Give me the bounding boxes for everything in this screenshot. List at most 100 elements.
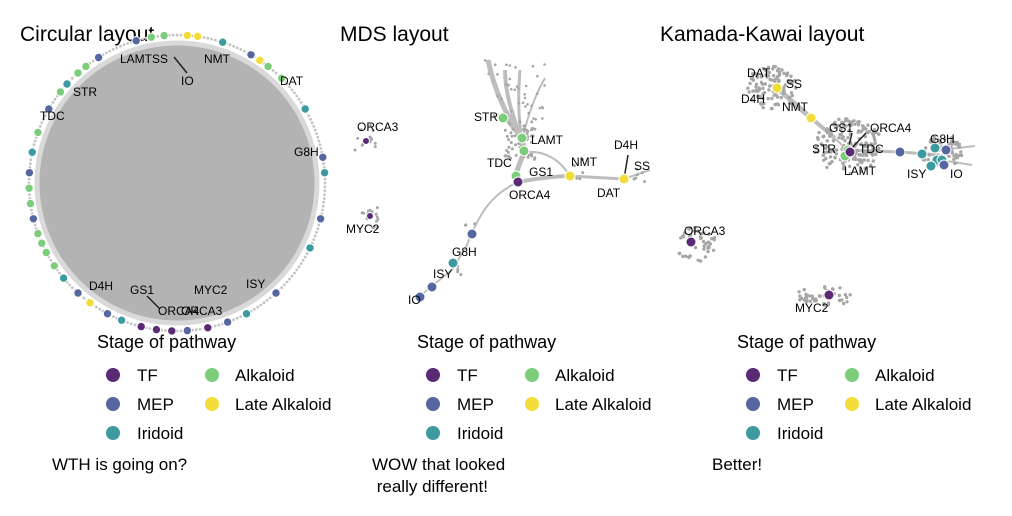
circular-minor-node: [148, 327, 152, 330]
mds-node-tf: [512, 176, 524, 188]
circular-label-gs1: GS1: [130, 283, 154, 297]
kk-minor-node: [792, 78, 797, 83]
circular-node-alkaloid: [25, 198, 36, 209]
circular-node-tf: [167, 326, 177, 336]
kk-minor-node: [822, 303, 827, 308]
kk-minor-node: [828, 155, 833, 159]
circular-minor-node: [315, 132, 318, 136]
circular-minor-node: [321, 208, 324, 212]
circular-node-alkaloid: [33, 228, 43, 239]
kk-minor-node: [867, 150, 872, 154]
mds-minor-node: [507, 138, 511, 142]
kk-minor-node: [798, 294, 802, 298]
circular-node-mep: [182, 325, 193, 336]
circular-minor-node: [126, 321, 129, 324]
kk-node-iridoid: [929, 142, 941, 154]
kk-minor-node: [858, 153, 862, 157]
circular-panel: Circular layout LAMT SS NMT IO DAT STR T…: [20, 23, 330, 336]
kk-minor-node: [840, 130, 845, 134]
mds-minor-node: [534, 118, 537, 121]
mds-minor-node: [503, 128, 507, 132]
mds-minor-node: [635, 173, 639, 177]
mds-minor-node: [530, 152, 533, 156]
kk-minor-node: [763, 67, 768, 72]
kk-minor-node: [832, 123, 836, 127]
kk-minor-node: [751, 78, 756, 82]
mds-minor-node: [507, 83, 511, 87]
kk-minor-node: [832, 149, 836, 153]
circular-minor-node: [321, 204, 325, 208]
mds-minor-node: [541, 117, 544, 120]
legend-label-iridoid: Iridoid: [137, 424, 183, 443]
circular-minor-node: [38, 125, 42, 128]
mds-minor-node: [524, 128, 528, 132]
kk-minor-node: [755, 94, 760, 99]
mds-minor-node: [543, 63, 546, 66]
kk-minor-node: [699, 236, 703, 241]
kk-minor-node: [873, 138, 877, 142]
circular-minor-node: [129, 322, 133, 326]
kk-minor-node: [860, 124, 865, 128]
kk-minor-node: [688, 254, 692, 258]
circular-minor-node: [323, 185, 327, 189]
circular-node-tf: [203, 323, 213, 333]
circular-legend: Stage of pathway TF MEP Iridoid Alkaloid…: [97, 332, 331, 443]
kk-minor-node: [783, 83, 787, 87]
mds-minor-node: [356, 136, 360, 140]
circular-minor-node: [305, 252, 309, 256]
mds-minor-node: [523, 96, 527, 100]
circular-node-tf: [136, 321, 146, 332]
mds-minor-node: [513, 88, 517, 91]
legend-label-iridoid: Iridoid: [777, 424, 823, 443]
kk-minor-node: [856, 122, 861, 127]
circular-caption: WTH is going on?: [52, 455, 187, 474]
circular-minor-node: [293, 271, 296, 275]
mds-minor-node: [523, 93, 526, 96]
kk-minor-node: [947, 142, 951, 146]
mds-minor-node: [526, 129, 530, 133]
mds-minor-node: [456, 268, 460, 271]
circular-minor-node: [319, 147, 323, 150]
mds-label-orca4: ORCA4: [509, 188, 551, 202]
circular-minor-node: [42, 117, 45, 121]
circular-minor-node: [315, 231, 318, 234]
circular-minor-node: [285, 82, 289, 86]
circular-minor-node: [312, 238, 316, 242]
circular-node-mep: [246, 50, 256, 60]
legend-label-mep: MEP: [457, 395, 494, 414]
mds-minor-node: [371, 226, 375, 230]
circular-node-alkaloid: [73, 68, 83, 78]
kk-minor-node: [847, 119, 851, 123]
circular-node-iridoid: [218, 37, 228, 47]
kk-minor-node: [750, 98, 754, 102]
mds-minor-node: [464, 223, 468, 227]
kk-minor-node: [802, 287, 806, 292]
circular-label-orca3: ORCA3: [181, 304, 223, 318]
kk-panel: Kamada-Kawai layout DAT SS D4H NMT GS1 O…: [660, 23, 976, 315]
circular-minor-node: [126, 42, 129, 45]
kk-minor-node: [768, 77, 772, 82]
kk-minor-node: [859, 169, 863, 174]
kk-label-nmt: NMT: [782, 100, 809, 114]
kk-minor-node: [848, 171, 853, 176]
circular-minor-node: [70, 76, 74, 80]
circular-minor-node: [312, 125, 316, 128]
kk-minor-node: [953, 140, 957, 144]
legend-label-late-alkaloid: Late Alkaloid: [875, 395, 971, 414]
mds-node-alkaloid: [497, 112, 509, 124]
mds-minor-node: [506, 154, 510, 158]
circular-minor-node: [259, 303, 263, 307]
legend-swatch-iridoid: [426, 426, 440, 440]
circular-minor-node: [33, 223, 37, 227]
kk-minor-node: [821, 134, 826, 138]
circular-node-iridoid: [116, 315, 127, 325]
kk-minor-node: [862, 151, 867, 156]
mds-label-io: IO: [408, 293, 421, 307]
circular-minor-node: [262, 301, 266, 305]
kk-minor-node: [684, 254, 688, 258]
circular-minor-node: [280, 286, 284, 290]
kk-minor-node: [772, 74, 776, 78]
mds-node-mep: [414, 291, 426, 303]
kk-minor-node: [688, 233, 693, 237]
